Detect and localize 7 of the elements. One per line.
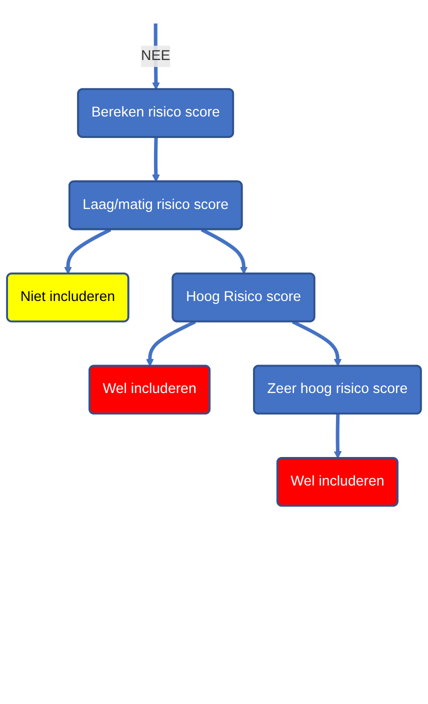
arrow — [64, 228, 112, 274]
arrow — [146, 320, 196, 367]
arrow — [152, 137, 160, 182]
edge-label: NEE — [141, 48, 170, 64]
arrow — [292, 320, 342, 367]
arrow — [200, 228, 248, 274]
arrow — [334, 414, 342, 459]
